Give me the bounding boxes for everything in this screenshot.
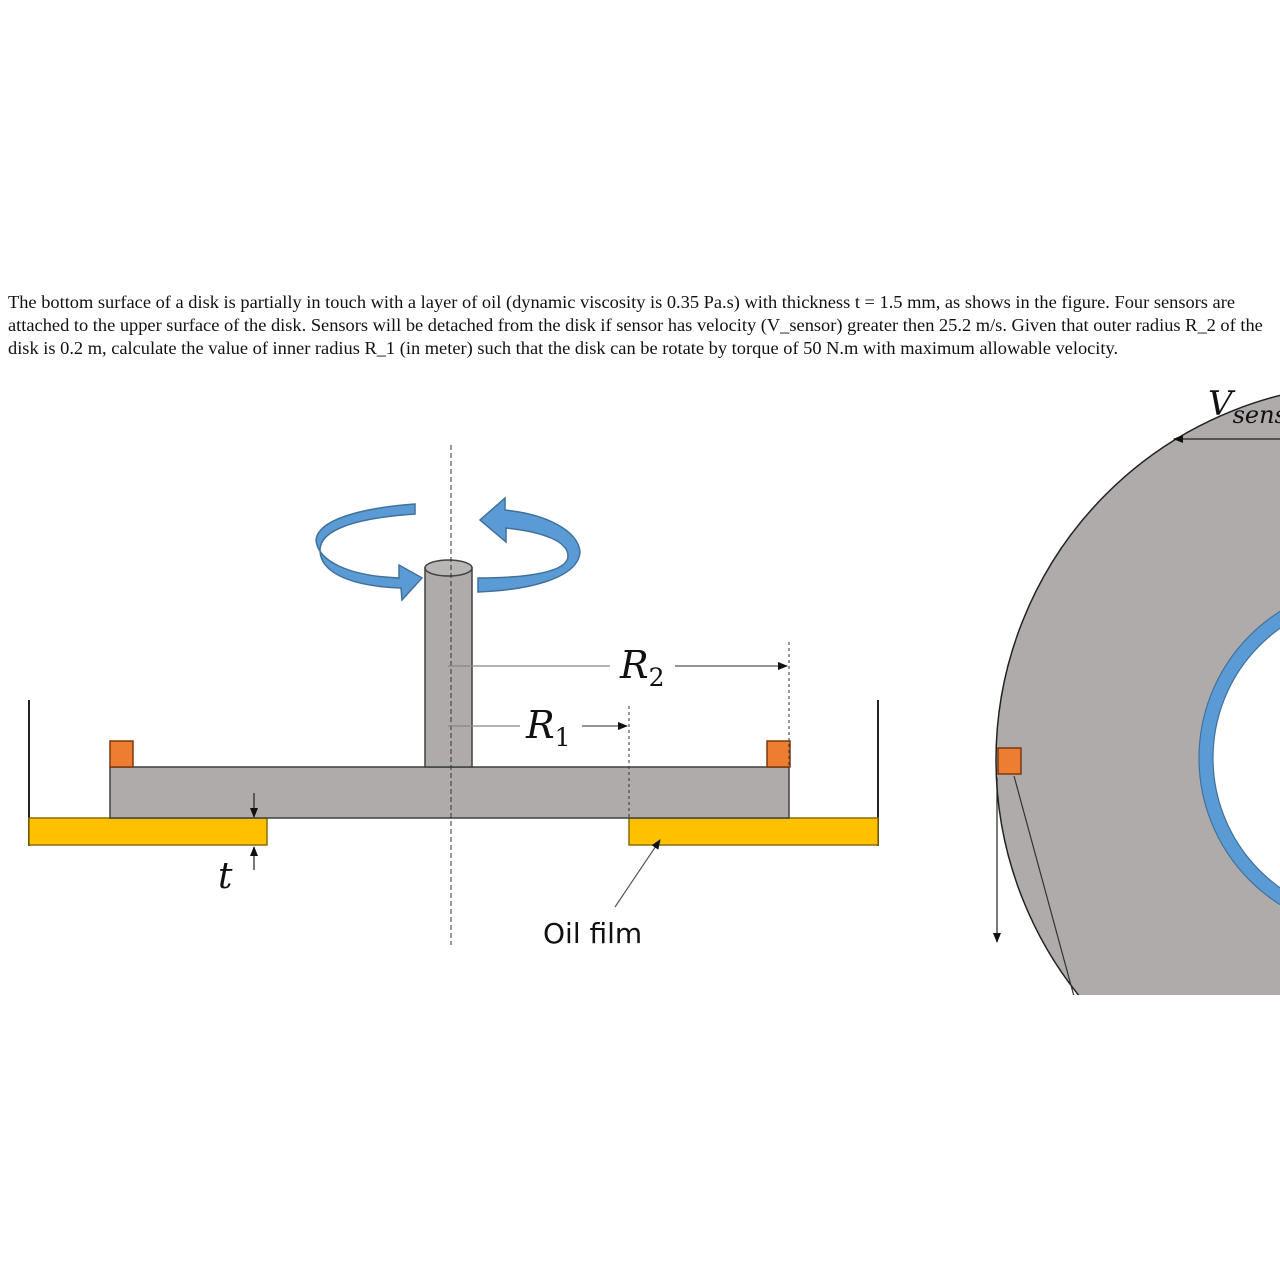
oil-film-label: Oil film (543, 917, 642, 950)
disk-top-outer (995, 394, 1280, 995)
top-view (993, 394, 1280, 995)
side-view: R2 R1 t Oil film (28, 445, 879, 950)
shaft-top (424, 559, 473, 577)
disk-top-hole (1212, 627, 1280, 889)
oil-film-leader (614, 839, 661, 908)
r2-label: R2 (619, 643, 665, 692)
shaft (424, 567, 473, 768)
v-sensor-label: Vsens (1208, 384, 1280, 429)
oil-film-left (28, 817, 268, 846)
curved-arrow-right-icon (315, 503, 424, 602)
r1-label: R1 (525, 703, 571, 752)
oil-film-right (628, 817, 879, 846)
problem-statement: The bottom surface of a disk is partiall… (8, 292, 1263, 358)
disk-body (109, 766, 790, 819)
thickness-label: t (218, 856, 233, 897)
tangent-line (1013, 775, 1075, 995)
sensor-top-view (997, 747, 1022, 775)
curved-arrow-left-icon (477, 496, 581, 593)
disk-oil-film-figure: R2 R1 t Oil film (0, 380, 1280, 1000)
sensor-left (109, 740, 134, 768)
sensor-right (766, 740, 791, 768)
inner-contact-ring (1199, 611, 1280, 905)
